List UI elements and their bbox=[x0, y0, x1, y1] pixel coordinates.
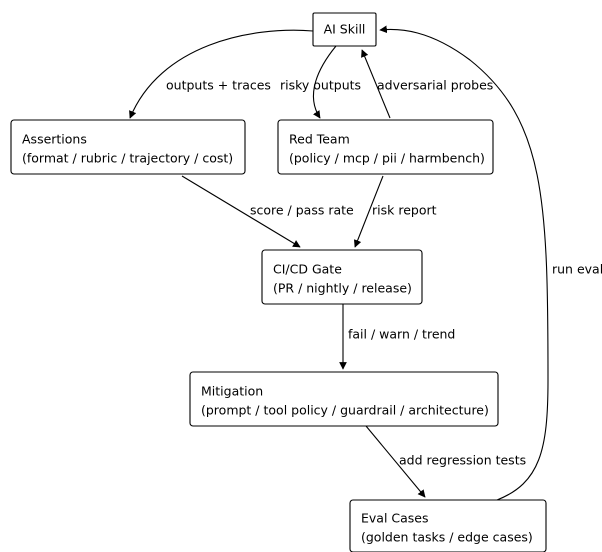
cicd-gate-title: CI/CD Gate bbox=[273, 262, 342, 277]
assertions-title: Assertions bbox=[22, 132, 87, 147]
edge-red-team-to-ai-skill: adversarial probes bbox=[361, 49, 493, 119]
mitigation-title: Mitigation bbox=[201, 384, 263, 399]
mitigation-node[interactable]: Mitigation (prompt / tool policy / guard… bbox=[189, 371, 499, 427]
mitigation-subtitle: (prompt / tool policy / guardrail / arch… bbox=[201, 403, 489, 418]
edge-ai-skill-to-red-team: risky outputs bbox=[280, 45, 361, 119]
edge-label-outputs-traces: outputs + traces bbox=[166, 78, 271, 93]
edge-label-risky-outputs: risky outputs bbox=[280, 78, 361, 93]
edge-label-adversarial-probes: adversarial probes bbox=[377, 78, 493, 93]
ai-skill-title: AI Skill bbox=[324, 22, 366, 37]
red-team-title: Red Team bbox=[289, 132, 350, 147]
edge-label-run-eval: run eval bbox=[552, 262, 602, 277]
ai-skill-node[interactable]: AI Skill bbox=[312, 12, 377, 47]
edge-mitigation-to-eval-cases: add regression tests bbox=[365, 425, 526, 498]
eval-cases-subtitle: (golden tasks / edge cases) bbox=[361, 530, 533, 545]
edge-label-score-pass-rate: score / pass rate bbox=[250, 203, 354, 218]
edge-eval-cases-to-ai-skill: run eval bbox=[379, 25, 602, 501]
red-team-node[interactable]: Red Team (policy / mcp / pii / harmbench… bbox=[277, 119, 494, 175]
edge-ai-skill-to-assertions: outputs + traces bbox=[129, 29, 314, 119]
edge-assertions-to-cicd-gate: score / pass rate bbox=[181, 175, 354, 248]
cicd-gate-node[interactable]: CI/CD Gate (PR / nightly / release) bbox=[261, 249, 423, 305]
edge-red-team-to-cicd-gate: risk report bbox=[353, 175, 437, 248]
edge-label-fail-warn-trend: fail / warn / trend bbox=[348, 327, 455, 342]
edge-label-risk-report: risk report bbox=[372, 203, 437, 218]
eval-cases-node[interactable]: Eval Cases (golden tasks / edge cases) bbox=[349, 499, 547, 552]
edge-cicd-gate-to-mitigation: fail / warn / trend bbox=[339, 304, 455, 370]
eval-cases-title: Eval Cases bbox=[361, 511, 429, 526]
edge-label-add-regression-tests: add regression tests bbox=[399, 453, 526, 468]
red-team-subtitle: (policy / mcp / pii / harmbench) bbox=[289, 151, 485, 166]
assertions-subtitle: (format / rubric / trajectory / cost) bbox=[22, 151, 233, 166]
cicd-gate-subtitle: (PR / nightly / release) bbox=[273, 281, 412, 296]
assertions-node[interactable]: Assertions (format / rubric / trajectory… bbox=[10, 119, 246, 175]
